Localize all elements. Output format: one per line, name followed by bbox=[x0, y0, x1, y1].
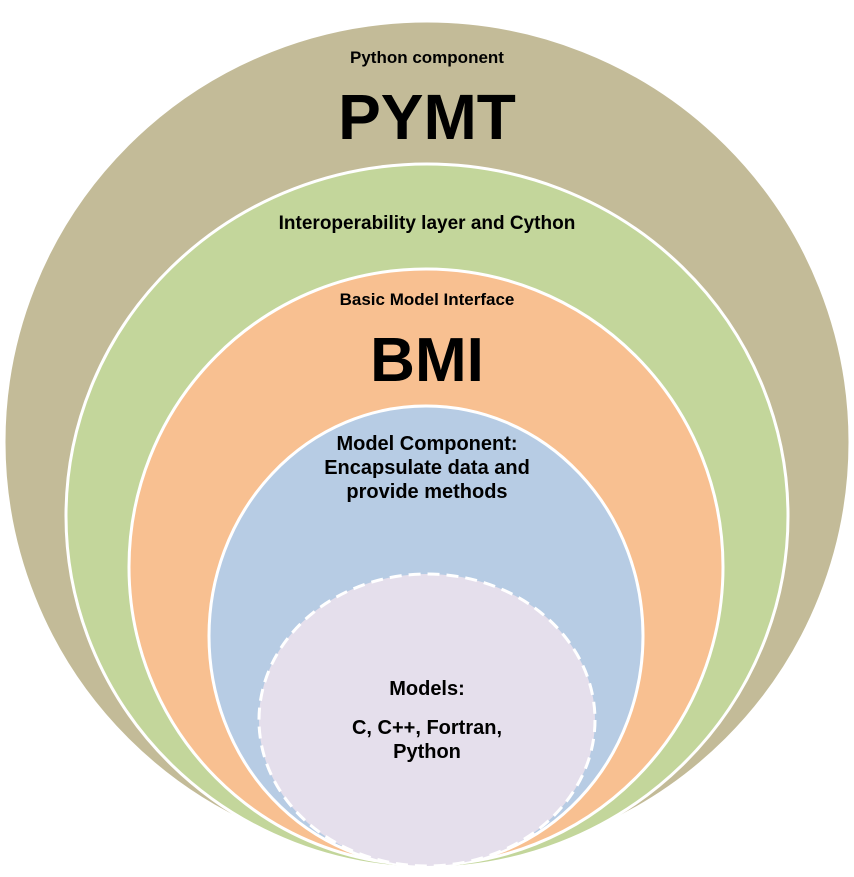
bmi-subtitle: Basic Model Interface bbox=[339, 290, 515, 309]
models-heading: Models: bbox=[389, 678, 465, 700]
model-component-label: Model Component: Encapsulate data and pr… bbox=[324, 433, 530, 503]
models-languages-label: C, C++, Fortran, Python bbox=[351, 717, 503, 763]
python-component-label: Python component bbox=[350, 48, 504, 67]
interoperability-label: Interoperability layer and Cython bbox=[278, 213, 576, 234]
bmi-title: BMI bbox=[370, 326, 484, 395]
pymt-title: PYMT bbox=[338, 81, 516, 153]
models-circle bbox=[257, 572, 597, 868]
